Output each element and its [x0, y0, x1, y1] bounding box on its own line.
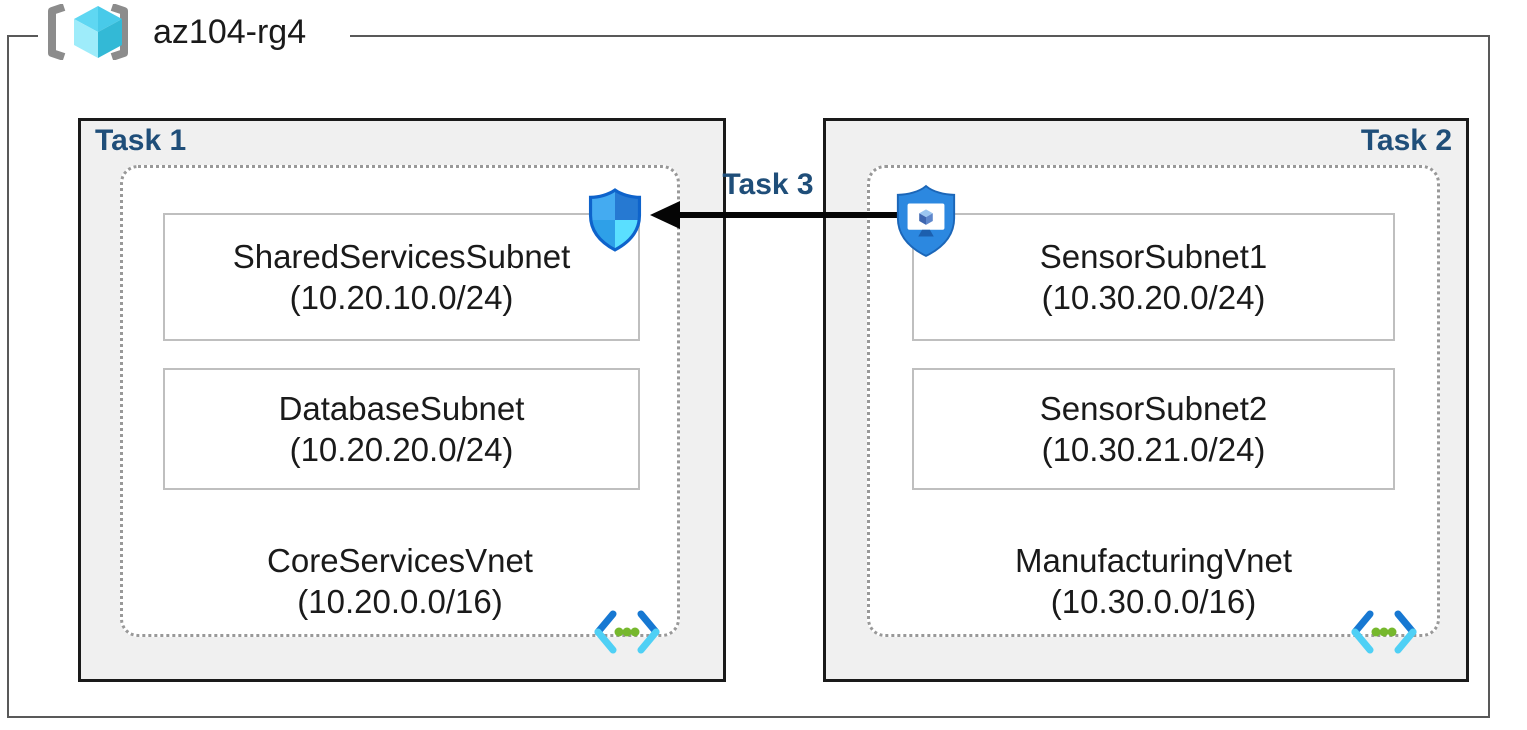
- vnet-cidr: (10.30.0.0/16): [1050, 583, 1257, 620]
- vnet-cidr: (10.20.0.0/16): [297, 583, 503, 620]
- subnet-cidr: (10.30.20.0/24): [1041, 279, 1266, 316]
- left-bracket: [48, 4, 66, 60]
- resource-group-icon: [48, 4, 128, 60]
- manufacturing-vnet-box: SensorSubnet1 (10.30.20.0/24) SensorSubn…: [867, 165, 1440, 654]
- bastion-icon: [896, 184, 956, 258]
- vnet-label: ManufacturingVnet (10.30.0.0/16): [870, 540, 1437, 622]
- shared-services-subnet-box: SharedServicesSubnet (10.20.10.0/24): [163, 213, 640, 341]
- resource-group-name: az104-rg4: [153, 12, 307, 51]
- core-services-vnet-box: SharedServicesSubnet (10.20.10.0/24) Dat…: [120, 165, 680, 654]
- subnet-name: SharedServicesSubnet: [232, 238, 571, 275]
- right-bracket: [110, 4, 128, 60]
- sensor-subnet1-box: SensorSubnet1 (10.30.20.0/24): [912, 213, 1395, 341]
- task2-label: Task 2: [1360, 124, 1452, 157]
- subnet-cidr: (10.20.10.0/24): [289, 279, 514, 316]
- resource-group-frame: [7, 35, 1490, 718]
- arrowhead: [650, 201, 680, 229]
- virtual-network-icon: [594, 610, 660, 654]
- vnet-name: CoreServicesVnet: [267, 542, 533, 579]
- subnet-cidr: (10.20.20.0/24): [289, 431, 514, 468]
- virtual-network-icon: [1351, 610, 1417, 654]
- vnet-name: ManufacturingVnet: [1014, 542, 1292, 579]
- task3-label: Task 3: [722, 168, 814, 201]
- database-subnet-box: DatabaseSubnet (10.20.20.0/24): [163, 368, 640, 490]
- monitor-stand: [918, 229, 934, 237]
- task2-box: Task 2 SensorSubnet1 (10.30.20.0/24) Sen…: [823, 118, 1469, 682]
- task3-arrow: [650, 201, 898, 229]
- sensor-subnet2-box: SensorSubnet2 (10.30.21.0/24): [912, 368, 1395, 490]
- resource-group-header: az104-rg4: [38, 3, 350, 61]
- vnet-label: CoreServicesVnet (10.20.0.0/16): [123, 540, 677, 622]
- task1-label: Task 1: [95, 124, 187, 157]
- subnet-name: SensorSubnet2: [1039, 390, 1268, 427]
- subnet-name: SensorSubnet1: [1039, 238, 1268, 275]
- network-security-group-icon: [588, 188, 642, 252]
- subnet-name: DatabaseSubnet: [278, 390, 525, 427]
- subnet-cidr: (10.30.21.0/24): [1041, 431, 1266, 468]
